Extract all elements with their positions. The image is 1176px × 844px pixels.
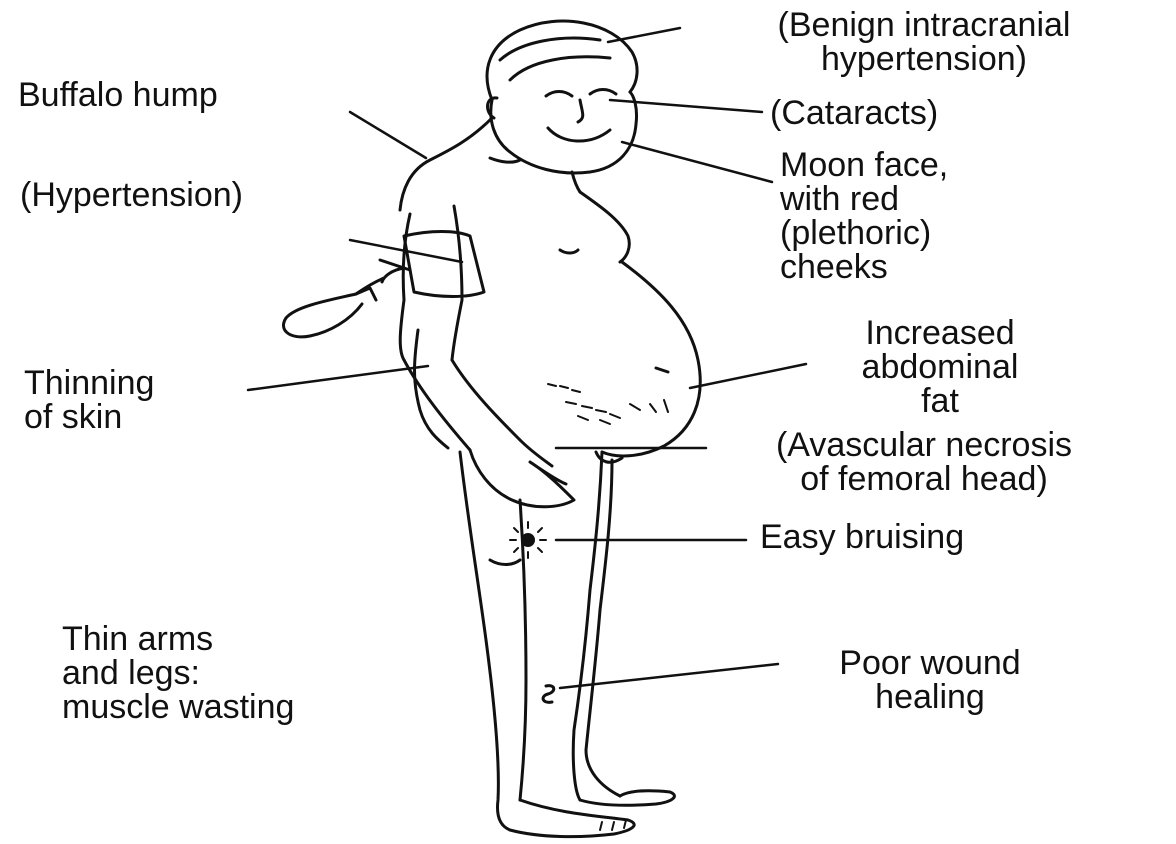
mouth <box>548 128 610 141</box>
arm-outline-front <box>452 206 462 360</box>
navel <box>656 368 668 372</box>
right-eye <box>590 90 616 95</box>
bruise-mark <box>510 522 546 558</box>
label-thinning-of-skin: Thinning of skin <box>24 366 154 434</box>
label-hypertension: (Hypertension) <box>20 178 243 212</box>
label-line: (Cataracts) <box>770 96 938 130</box>
label-line: (plethoric) <box>780 216 948 250</box>
belly-outline <box>602 262 700 456</box>
near-leg-back-edge <box>460 452 510 830</box>
label-increased-abdominal-fat: Increased abdominal fat <box>800 316 1080 418</box>
left-eye <box>546 92 572 97</box>
label-line: healing <box>780 680 1080 714</box>
hand <box>470 440 574 507</box>
label-line: of skin <box>24 400 154 434</box>
bp-bulb <box>283 294 362 337</box>
label-poor-wound-healing: Poor wound healing <box>780 646 1080 714</box>
label-line: and legs: <box>62 656 294 690</box>
front-leg-back-edge <box>586 460 620 796</box>
label-line: cheeks <box>780 250 948 284</box>
label-line: of femoral head) <box>704 462 1144 496</box>
leader-thinning-skin <box>248 366 428 390</box>
label-line: fat <box>800 384 1080 418</box>
label-line: muscle wasting <box>62 690 294 724</box>
label-line: Moon face, <box>780 148 948 182</box>
label-line: Poor wound <box>780 646 1080 680</box>
label-line: (Benign intracranial <box>684 8 1164 42</box>
label-line: Thin arms <box>62 622 294 656</box>
leader-buffalo-hump <box>350 112 426 158</box>
label-line: Easy bruising <box>760 520 964 554</box>
forearm-front <box>452 360 520 440</box>
hair-outline <box>487 21 637 100</box>
label-line: (Avascular necrosis <box>704 428 1144 462</box>
leader-lines <box>248 28 806 688</box>
nipple <box>560 250 578 253</box>
knee-line <box>490 560 520 565</box>
label-thin-arms-and-legs: Thin arms and legs: muscle wasting <box>62 622 294 724</box>
bp-cuff <box>404 232 484 297</box>
label-line: hypertension) <box>684 42 1164 76</box>
label-line: Thinning <box>24 366 154 400</box>
label-moon-face: Moon face, with red (plethoric) cheeks <box>780 148 948 284</box>
leader-cataracts <box>610 100 762 112</box>
chest-outline <box>580 192 629 262</box>
hair-strands <box>500 38 610 80</box>
leader-moon-face <box>622 142 772 182</box>
label-buffalo-hump: Buffalo hump <box>18 78 218 112</box>
label-line: abdominal <box>800 350 1080 384</box>
label-benign-intracranial-hypertension: (Benign intracranial hypertension) <box>684 8 1164 76</box>
wound-mark <box>543 686 554 703</box>
front-foot <box>580 791 674 805</box>
label-avascular-necrosis: (Avascular necrosis of femoral head) <box>704 428 1144 496</box>
abdominal-striae <box>548 384 668 424</box>
bp-valve <box>356 288 376 300</box>
back-lower <box>415 330 449 448</box>
label-easy-bruising: Easy bruising <box>760 520 964 554</box>
neck <box>490 158 580 192</box>
label-line: (Hypertension) <box>20 178 243 212</box>
leader-benign-intracranial <box>608 28 680 42</box>
toes <box>600 820 626 830</box>
back-outline <box>400 118 492 210</box>
label-line: Increased <box>800 316 1080 350</box>
nose <box>578 100 583 122</box>
label-cataracts: (Cataracts) <box>770 96 938 130</box>
label-line: Buffalo hump <box>18 78 218 112</box>
leader-abdominal-fat <box>690 364 806 388</box>
label-line: with red <box>780 182 948 216</box>
